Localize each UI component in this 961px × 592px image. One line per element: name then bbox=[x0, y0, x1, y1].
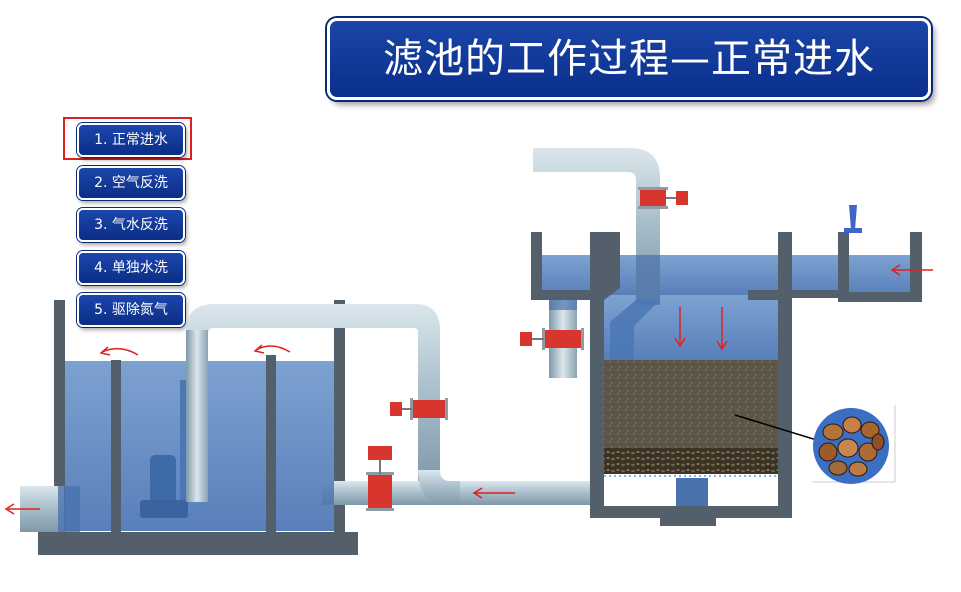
valve-icon[interactable] bbox=[390, 398, 448, 420]
tank-partition-2 bbox=[266, 355, 276, 533]
flow-arrow-icon bbox=[674, 307, 686, 348]
flow-arrow-icon bbox=[253, 344, 291, 354]
flow-arrow-icon bbox=[99, 346, 139, 356]
tank-wall-left bbox=[54, 300, 65, 533]
flow-arrow-icon bbox=[716, 307, 728, 351]
menu-item-air-water-backwash[interactable]: 3. 气水反洗 bbox=[77, 208, 185, 242]
filter-sand-layer bbox=[604, 360, 778, 448]
flow-arrow-icon bbox=[4, 503, 40, 515]
menu-item-purge-nitrogen[interactable]: 5. 驱除氮气 bbox=[77, 293, 185, 327]
menu-item-air-backwash[interactable]: 2. 空气反洗 bbox=[77, 166, 185, 200]
flow-arrow-icon bbox=[890, 264, 933, 276]
tank-partition-1 bbox=[111, 360, 121, 533]
menu-item-normal-inflow[interactable]: 1. 正常进水 bbox=[77, 123, 185, 157]
level-indicator-icon bbox=[844, 205, 862, 233]
top-inlet-pipe bbox=[533, 148, 660, 360]
valve-icon[interactable] bbox=[638, 187, 688, 209]
filter-tank bbox=[531, 232, 922, 526]
tank-wall-right bbox=[334, 300, 345, 533]
siphon-pipe bbox=[186, 304, 440, 502]
tank-base bbox=[38, 532, 358, 555]
filter-gravel-layer bbox=[604, 448, 778, 474]
page-title: 滤池的工作过程—正常进水 bbox=[327, 18, 931, 100]
media-gravel-icon bbox=[734, 405, 896, 484]
active-menu-outline bbox=[63, 117, 192, 160]
valve-icon[interactable] bbox=[366, 446, 394, 511]
inlet-pipe-to-filter bbox=[322, 470, 592, 505]
flow-arrow-icon bbox=[472, 487, 515, 499]
valve-icon[interactable] bbox=[520, 328, 584, 350]
menu-item-water-only-wash[interactable]: 4. 单独水洗 bbox=[77, 251, 185, 285]
